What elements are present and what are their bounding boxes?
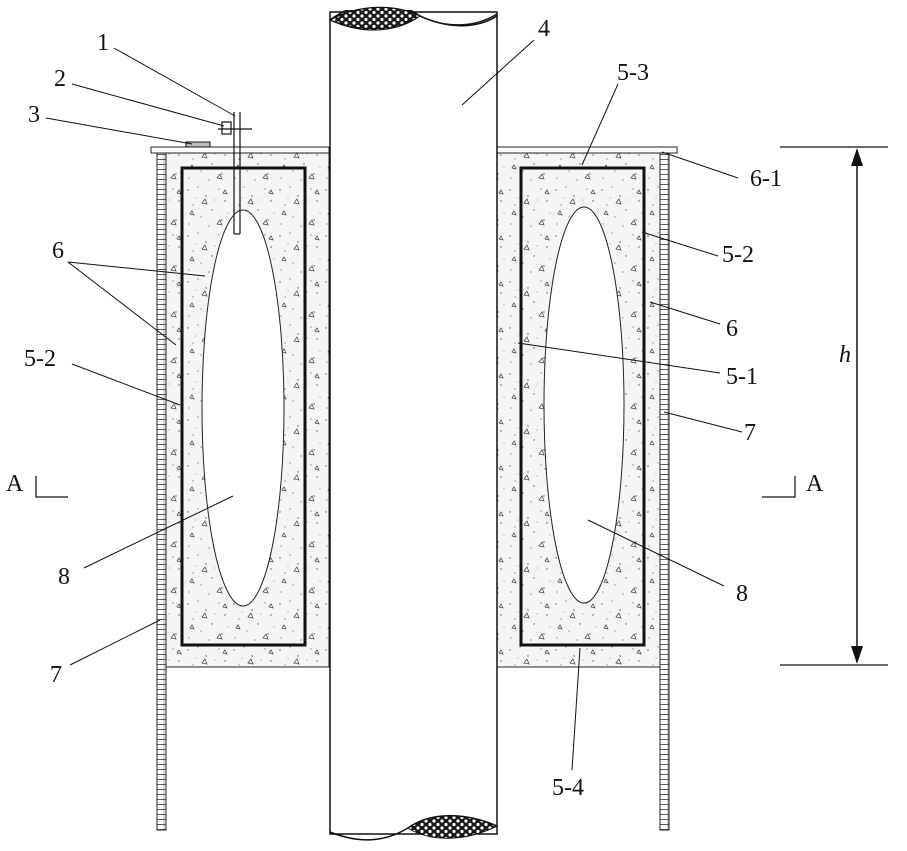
base-plate [186,142,210,147]
section-label-right: A [806,471,824,497]
dim-arrow-bottom [851,646,863,664]
label-6-left: 6 [52,238,64,264]
label-6-1: 6-1 [750,166,782,192]
right-top-plate [497,147,677,153]
label-1: 1 [97,30,109,56]
label-5-1: 5-1 [726,364,758,390]
left-airbag [202,210,284,606]
label-7-right: 7 [744,420,756,446]
right-airbag [544,207,624,603]
dim-arrow-top [851,148,863,166]
right-casing [660,153,669,830]
section-marker-left [36,476,68,497]
valve [222,122,231,134]
label-5-3: 5-3 [617,60,649,86]
label-5-2-right: 5-2 [722,242,754,268]
left-casing [157,153,166,830]
section-label-left: A [6,471,24,497]
label-8-left: 8 [58,564,70,590]
label-h: h [839,342,851,368]
label-2: 2 [54,66,66,92]
label-5-4: 5-4 [552,775,584,801]
section-marker-right [762,476,795,497]
label-4: 4 [538,16,550,42]
label-3: 3 [28,102,40,128]
label-5-2-left: 5-2 [24,346,56,372]
label-8-right: 8 [736,581,748,607]
pile [330,12,497,834]
label-7-left: 7 [50,662,62,688]
label-6-right: 6 [726,316,738,342]
